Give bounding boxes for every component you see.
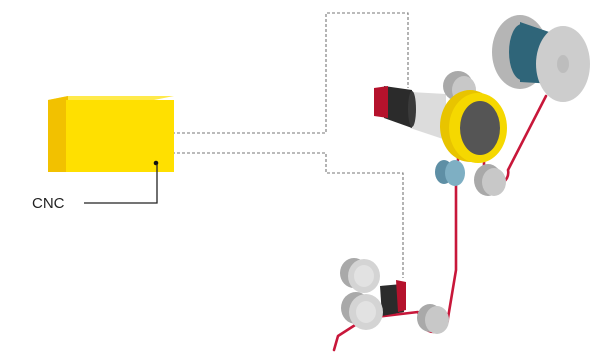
feed-motor-face	[408, 91, 416, 127]
bottom-roller-face	[425, 306, 449, 334]
guide-roller-right	[445, 160, 465, 186]
controller-side-face	[48, 96, 68, 172]
capstan-lower-roller	[474, 164, 506, 196]
signal-line-upper	[172, 12, 409, 134]
controller-front-face	[66, 100, 174, 172]
signal-lines	[172, 12, 409, 278]
feed-motor-body	[384, 86, 412, 128]
cnc-controller-box	[48, 96, 174, 172]
capstan-wheel	[440, 90, 507, 163]
controller-top-face	[48, 96, 174, 100]
bottom-roller	[417, 304, 449, 334]
puller-motor-endcap	[396, 280, 406, 312]
cnc-leader-line	[84, 164, 158, 204]
feed-motor-endcap	[374, 86, 388, 118]
capstan-hub	[460, 101, 500, 155]
puller-top-roller-inner	[354, 265, 374, 287]
cnc-label: CNC	[32, 195, 65, 212]
feed-motor	[374, 86, 446, 140]
puller-bottom-roller-inner	[356, 301, 376, 323]
capstan-lower-roller-face	[482, 168, 506, 196]
signal-line-lower	[172, 152, 404, 278]
spool-hub	[557, 55, 569, 73]
wire-spool	[492, 15, 590, 102]
guide-rollers	[435, 160, 465, 186]
feed-motor-shaft-housing	[410, 92, 446, 140]
cnc-label-group: CNC	[32, 164, 158, 212]
puller-unit	[340, 258, 406, 330]
spool-drum-end	[509, 24, 535, 80]
